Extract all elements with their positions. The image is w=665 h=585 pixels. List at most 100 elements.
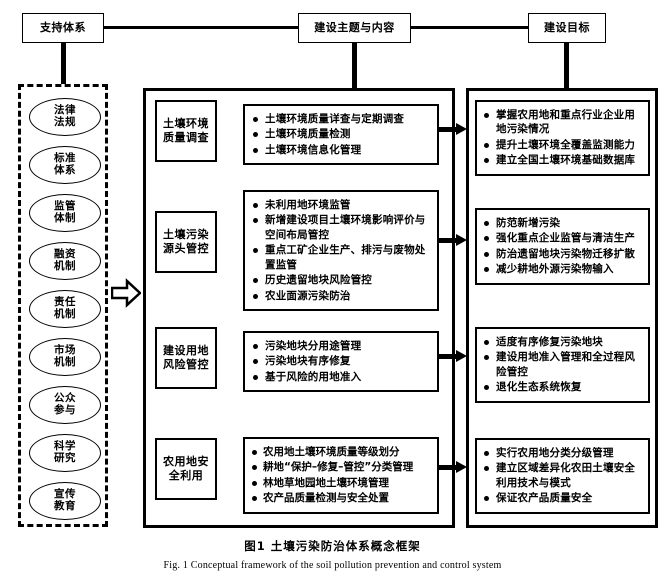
list-item: 土壤环境质量检测 — [252, 127, 430, 141]
support-item-line1: 融资 — [54, 248, 76, 261]
stage-construction-land-risk-control: 建设用地 风险管控 — [155, 327, 217, 389]
support-item-line2: 参与 — [54, 404, 76, 416]
support-item-line1: 监管 — [54, 200, 76, 213]
list-item: 建立全国土壤环境基础数据库 — [483, 153, 642, 167]
stage-label-line2: 全利用 — [168, 469, 204, 482]
list-item: 防治遗留地块污染物迁移扩散 — [483, 247, 642, 261]
support-item-line1: 宣传 — [54, 488, 76, 501]
support-item-line1: 市场 — [54, 344, 76, 357]
figure-caption-english: Fig. 1 Conceptual framework of the soil … — [163, 560, 502, 571]
support-item-line1: 科学 — [54, 440, 76, 453]
list-item: 农业面源污染防治 — [252, 289, 430, 303]
connector-header-theme — [352, 43, 357, 89]
goal-box-risk-control: 适度有序修复污染地块 建设用地准入管理和全过程风险管控 退化生态系统恢复 — [475, 327, 650, 403]
list-item: 减少耕地外源污染物输入 — [483, 262, 642, 276]
stage-label-line2: 质量调查 — [163, 131, 209, 144]
list-item: 新增建设项目土壤环境影响评价与空间布局管控 — [252, 213, 430, 242]
content-bullet-list: 污染地块分用途管理 污染地块有序修复 基于风险的用地准入 — [252, 339, 430, 384]
stage-pollution-source-control: 土壤污染 源头管控 — [155, 211, 217, 273]
support-item-line2: 教育 — [54, 500, 76, 512]
content-bullet-list: 未利用地环境监管 新增建设项目土壤环境影响评价与空间布局管控 重点工矿企业生产、… — [252, 198, 430, 303]
content-box-soil-environment-survey: 土壤环境质量详查与定期调查 土壤环境质量检测 土壤环境信息化管理 — [243, 104, 439, 166]
header-construction-goal-label: 建设目标 — [544, 21, 590, 35]
support-item-line2: 机制 — [54, 308, 76, 320]
support-system-panel: 法律 法规 标准 体系 监管 体制 融资 机制 责任 机制 市场 机制 公众 参… — [18, 84, 108, 527]
header-rail-right — [411, 26, 528, 29]
list-item: 强化重点企业监管与清洁生产 — [483, 231, 642, 245]
goal-bullet-list: 实行农用地分类分级管理 建立区域差异化农田土壤安全利用技术与模式 保证农产品质量… — [483, 446, 642, 506]
arrow-content-to-goal-3-icon — [439, 350, 467, 362]
support-item-line1: 法律 — [54, 104, 76, 117]
header-support-system-label: 支持体系 — [40, 21, 86, 35]
header-rail-left — [104, 26, 298, 29]
list-item: 退化生态系统恢复 — [483, 380, 642, 394]
arrow-content-to-goal-4-icon — [439, 461, 467, 473]
list-item: 提升土壤环境全覆盖监测能力 — [483, 138, 642, 152]
arrow-content-to-goal-2-icon — [439, 234, 467, 246]
support-item-line2: 研究 — [54, 452, 76, 464]
list-item: 适度有序修复污染地块 — [483, 335, 642, 349]
goal-bullet-list: 掌握农用地和重点行业企业用地污染情况 提升土壤环境全覆盖监测能力 建立全国土壤环… — [483, 108, 642, 168]
stage-label-line1: 土壤污染 — [163, 228, 209, 242]
stage-label-line1: 农用地安 — [163, 455, 209, 469]
stage-farmland-safe-utilization: 农用地安 全利用 — [155, 438, 217, 500]
list-item: 耕地“保护–修复–管控”分类管理 — [252, 460, 430, 474]
stage-label-line1: 土壤环境 — [163, 117, 209, 131]
list-item: 实行农用地分类分级管理 — [483, 446, 642, 460]
list-item: 污染地块分用途管理 — [252, 339, 430, 353]
support-item-responsibility-mechanism: 责任 机制 — [29, 290, 101, 328]
header-construction-goal: 建设目标 — [528, 13, 606, 43]
support-item-line2: 法规 — [54, 116, 76, 128]
list-item: 保证农产品质量安全 — [483, 491, 642, 505]
goal-box-farmland-utilization: 实行农用地分类分级管理 建立区域差异化农田土壤安全利用技术与模式 保证农产品质量… — [475, 438, 650, 514]
stage-label-line2: 风险管控 — [163, 358, 209, 371]
support-item-supervision-system: 监管 体制 — [29, 194, 101, 232]
list-item: 历史遗留地块风险管控 — [252, 273, 430, 287]
support-item-financing-mechanism: 融资 机制 — [29, 242, 101, 280]
content-box-pollution-source-control: 未利用地环境监管 新增建设项目土壤环境影响评价与空间布局管控 重点工矿企业生产、… — [243, 190, 439, 312]
support-item-line2: 机制 — [54, 260, 76, 272]
stage-label-line1: 建设用地 — [163, 344, 209, 358]
list-item: 未利用地环境监管 — [252, 198, 430, 212]
connector-header-goal — [564, 43, 569, 89]
header-theme-and-content: 建设主题与内容 — [298, 13, 411, 43]
header-theme-and-content-label: 建设主题与内容 — [314, 21, 395, 35]
content-box-farmland-safe-utilization: 农用地土壤环境质量等级划分 耕地“保护–修复–管控”分类管理 林地草地园地土壤环… — [243, 437, 439, 514]
list-item: 重点工矿企业生产、排污与废物处置监管 — [252, 243, 430, 272]
list-item: 污染地块有序修复 — [252, 354, 430, 368]
support-item-line2: 机制 — [54, 356, 76, 368]
arrow-content-to-goal-1-icon — [439, 123, 467, 135]
content-bullet-list: 土壤环境质量详查与定期调查 土壤环境质量检测 土壤环境信息化管理 — [252, 112, 430, 157]
list-item: 建立区域差异化农田土壤安全利用技术与模式 — [483, 461, 642, 490]
support-item-line2: 体系 — [54, 164, 76, 176]
header-support-system: 支持体系 — [22, 13, 104, 43]
list-item: 建设用地准入管理和全过程风险管控 — [483, 350, 642, 379]
support-item-public-participation: 公众 参与 — [29, 386, 101, 424]
list-item: 林地草地园地土壤环境管理 — [252, 476, 430, 490]
support-item-legal-regulation: 法律 法规 — [29, 98, 101, 136]
goal-box-survey: 掌握农用地和重点行业企业用地污染情况 提升土壤环境全覆盖监测能力 建立全国土壤环… — [475, 100, 650, 176]
support-item-scientific-research: 科学 研究 — [29, 434, 101, 472]
support-item-market-mechanism: 市场 机制 — [29, 338, 101, 376]
list-item: 掌握农用地和重点行业企业用地污染情况 — [483, 108, 642, 137]
list-item: 农产品质量检测与安全处置 — [252, 491, 430, 505]
stage-label-line2: 源头管控 — [163, 242, 209, 255]
list-item: 基于风险的用地准入 — [252, 370, 430, 384]
goal-bullet-list: 防范新增污染 强化重点企业监管与清洁生产 防治遗留地块污染物迁移扩散 减少耕地外… — [483, 216, 642, 277]
block-arrow-right-icon — [110, 278, 142, 308]
support-item-publicity-education: 宣传 教育 — [29, 482, 101, 520]
support-item-line1: 标准 — [54, 152, 76, 165]
goal-box-source-control: 防范新增污染 强化重点企业监管与清洁生产 防治遗留地块污染物迁移扩散 减少耕地外… — [475, 208, 650, 285]
list-item: 防范新增污染 — [483, 216, 642, 230]
list-item: 土壤环境信息化管理 — [252, 143, 430, 157]
goal-bullet-list: 适度有序修复污染地块 建设用地准入管理和全过程风险管控 退化生态系统恢复 — [483, 335, 642, 395]
connector-header-support — [61, 43, 66, 89]
content-bullet-list: 农用地土壤环境质量等级划分 耕地“保护–修复–管控”分类管理 林地草地园地土壤环… — [252, 445, 430, 506]
support-item-line2: 体制 — [54, 212, 76, 224]
figure-caption-chinese: 图1 土壤污染防治体系概念框架 — [244, 539, 421, 553]
support-item-line1: 责任 — [54, 296, 76, 309]
stage-soil-environment-survey: 土壤环境 质量调查 — [155, 100, 217, 162]
support-item-standard-system: 标准 体系 — [29, 146, 101, 184]
list-item: 土壤环境质量详查与定期调查 — [252, 112, 430, 126]
